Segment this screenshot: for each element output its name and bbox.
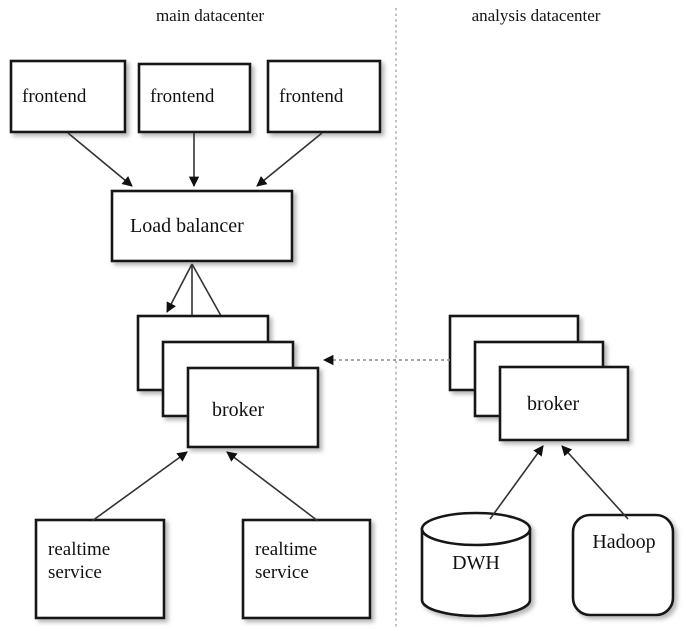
edge-frontend1-loadbalancer — [67, 132, 133, 187]
load-balancer-box — [110, 189, 294, 263]
frontend-box-1 — [9, 59, 127, 134]
edge-hadoop-broker — [561, 445, 629, 520]
title-main-datacenter: main datacenter — [155, 6, 265, 25]
realtime-service-box-2 — [241, 518, 372, 620]
frontend-box-2 — [137, 62, 252, 134]
broker-main-box-front — [186, 366, 320, 449]
edge-frontend3-loadbalancer — [256, 132, 323, 187]
edge-realtime2-broker — [226, 451, 319, 522]
title-analysis-datacenter: analysis datacenter — [471, 6, 601, 25]
frontend-box-3 — [266, 59, 382, 134]
hadoop-box — [571, 513, 675, 617]
edge-loadbalancer-broker-back — [166, 263, 193, 313]
edge-dwh-broker — [489, 445, 544, 520]
realtime-service-box-1 — [34, 518, 166, 620]
broker-analysis-box-front — [498, 365, 630, 442]
dwh-cylinder — [420, 511, 532, 618]
edge-realtime1-broker — [91, 451, 188, 522]
